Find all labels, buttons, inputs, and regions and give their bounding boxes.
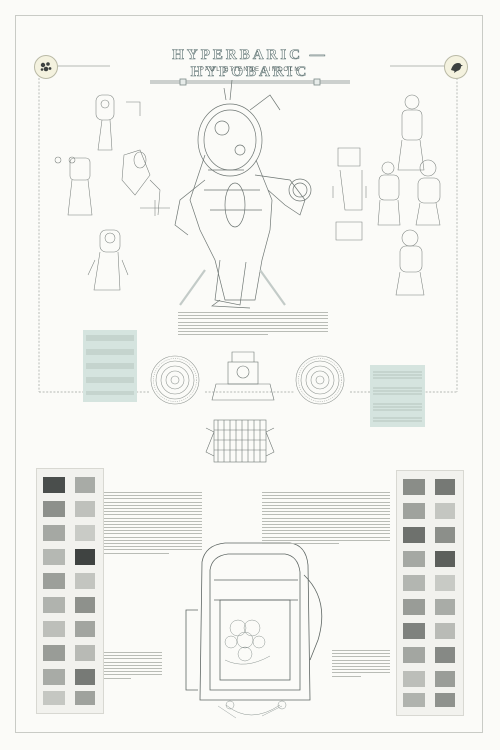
specimen-thumbnail [75,573,95,589]
specimen-thumbnail [75,691,95,705]
poster-author: PAUL ETIENNE LINCOLN [199,67,301,73]
specimen-thumbnail [75,597,95,613]
specimen-thumbnail [435,575,455,591]
specimen-thumbnail [435,551,455,567]
specimen-thumbnail [403,671,425,687]
specimen-thumbnail [435,623,455,639]
specimen-thumbnail [75,645,95,661]
specimen-thumbnail [75,501,95,517]
right-body-text-lower [332,650,390,679]
specimen-thumbnail [75,669,95,685]
central-text-block [178,312,328,338]
specimen-thumbnail [435,599,455,615]
specimen-thumbnail [435,503,455,519]
sea-creatures-icon [40,62,52,72]
poster-frame [15,15,483,733]
right-body-text [262,492,390,546]
specimen-thumbnail [435,479,455,495]
bird-icon [451,63,463,73]
specimen-thumbnail [43,525,65,541]
specimen-thumbnail [43,549,65,565]
specimen-thumbnail [75,477,95,493]
specimen-thumbnail [403,623,425,639]
specimen-thumbnail [403,479,425,495]
specimen-thumbnail [403,647,425,663]
specimen-thumbnail [43,477,65,493]
specimen-thumbnail [435,671,455,687]
specimen-thumbnail [435,647,455,663]
specimen-thumbnail [435,693,455,707]
specimen-thumbnail [75,549,95,565]
specimen-thumbnail [43,501,65,517]
specimen-thumbnail [403,693,425,707]
specimen-thumbnail [75,621,95,637]
specimen-thumbnail [43,573,65,589]
specimen-thumbnail [75,525,95,541]
specimen-thumbnail [403,599,425,615]
specimen-thumbnail [403,551,425,567]
left-specimen-panel [36,468,104,714]
poster-title: HYPERBARIC — HYPOBARIC [172,47,328,81]
right-emblem [444,55,468,79]
specimen-thumbnail [43,645,65,661]
specimen-thumbnail [43,597,65,613]
left-body-text [92,492,202,556]
specimen-thumbnail [43,691,65,705]
specimen-thumbnail [403,575,425,591]
specimen-thumbnail [403,527,425,543]
specimen-thumbnail [43,621,65,637]
specimen-thumbnail [403,503,425,519]
specimen-thumbnail [43,669,65,685]
specimen-thumbnail [435,527,455,543]
right-specimen-panel [396,470,464,716]
left-body-text-lower [92,652,162,681]
left-emblem [34,55,58,79]
